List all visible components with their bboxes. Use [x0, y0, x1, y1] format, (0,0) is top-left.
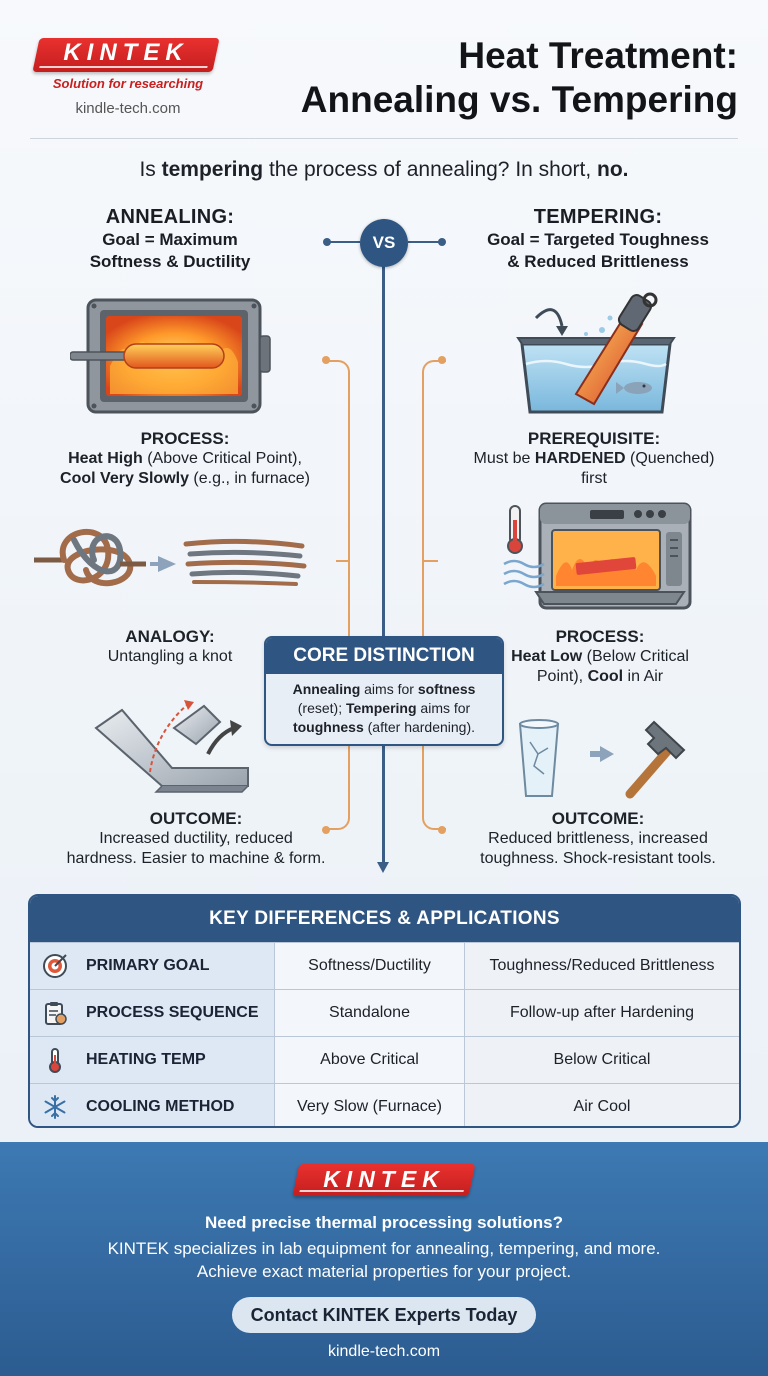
tempering-process-label: PROCESS: — [555, 627, 645, 646]
core-distinction-box: CORE DISTINCTION Annealing aims for soft… — [264, 636, 504, 746]
vs-badge: VS — [360, 219, 408, 267]
footer-line-1: KINTEK specializes in lab equipment for … — [107, 1239, 661, 1258]
annealing-outcome: OUTCOME: Increased ductility, reduced ha… — [48, 809, 344, 869]
annealing-analogy-label: ANALOGY: — [125, 627, 215, 646]
annealing-cell: Above Critical — [274, 1037, 464, 1083]
header-divider — [30, 138, 738, 139]
tempering-cell: Air Cool — [464, 1084, 739, 1126]
thermometer-icon — [49, 1048, 61, 1073]
kintek-logo: KINTEK — [63, 39, 189, 66]
timeline-arrow-icon — [377, 862, 389, 873]
clipboard-icon — [45, 1002, 67, 1025]
annealing-analogy: ANALOGY: Untangling a knot — [60, 627, 280, 667]
snowflake-icon — [44, 1095, 66, 1119]
tempering-outcome-label: OUTCOME: — [551, 809, 645, 828]
annealing-bracket-dot-top — [322, 356, 330, 364]
row-label: HEATING TEMP — [86, 1051, 206, 1068]
tempering-goal-line-2: & Reduced Brittleness — [507, 252, 689, 271]
annealing-cell: Standalone — [274, 990, 464, 1036]
annealing-bracket-tick — [336, 560, 350, 562]
annealing-process: PROCESS: Heat High (Above Critical Point… — [40, 429, 330, 489]
annealing-goal-line-1: Goal = Maximum — [102, 230, 238, 249]
tempering-prerequisite: PREREQUISITE: Must be HARDENED (Quenched… — [452, 429, 736, 489]
tempering-heading: TEMPERING: Goal = Targeted Toughness & R… — [462, 206, 734, 273]
tempering-oven-icon — [503, 502, 692, 610]
annealing-outcome-line-2: hardness. Easier to machine & form. — [66, 850, 326, 867]
furnace-icon — [70, 298, 271, 414]
tempering-outcome: OUTCOME: Reduced brittleness, increased … — [456, 809, 740, 869]
page-title: Heat Treatment: Annealing vs. Tempering — [301, 34, 738, 122]
glass-to-hammer-icon — [518, 719, 686, 799]
vs-dot-right — [438, 238, 446, 246]
tempering-cell: Toughness/Reduced Brittleness — [464, 943, 739, 989]
tempering-bracket-tick — [424, 560, 438, 562]
table-row: COOLING METHOD Very Slow (Furnace) Air C… — [30, 1083, 739, 1126]
table-title: KEY DIFFERENCES & APPLICATIONS — [30, 896, 739, 942]
annealing-bracket — [326, 360, 350, 830]
tempering-cell: Follow-up after Hardening — [464, 990, 739, 1036]
footer-site-url[interactable]: kindle-tech.com — [327, 1343, 441, 1360]
tempering-outcome-line-1: Reduced brittleness, increased — [488, 830, 708, 847]
footer-line-2: Achieve exact material properties for yo… — [196, 1262, 572, 1281]
tempering-goal-line-1: Goal = Targeted Toughness — [487, 230, 709, 249]
row-label: PROCESS SEQUENCE — [86, 1004, 259, 1021]
table-row: PRIMARY GOAL Softness/Ductility Toughnes… — [30, 942, 739, 989]
vs-dot-left — [323, 238, 331, 246]
header-site-url[interactable]: kindle-tech.com — [75, 100, 181, 117]
annealing-outcome-line-1: Increased ductility, reduced — [99, 830, 293, 847]
bent-metal-icon — [94, 700, 249, 793]
tempering-prerequisite-label: PREREQUISITE: — [527, 429, 661, 448]
row-label: PRIMARY GOAL — [86, 957, 210, 974]
quench-tank-icon — [516, 292, 676, 414]
annealing-analogy-text: Untangling a knot — [107, 648, 233, 665]
title-line-2: Annealing vs. Tempering — [300, 79, 738, 120]
annealing-bracket-dot-bottom — [322, 826, 330, 834]
logo-tagline: Solution for researching — [52, 76, 204, 91]
footer-question: Need precise thermal processing solution… — [204, 1213, 564, 1232]
core-distinction-text: Annealing aims for softness (reset); Tem… — [292, 681, 476, 735]
table-row: PROCESS SEQUENCE Standalone Follow-up af… — [30, 989, 739, 1036]
table-row: HEATING TEMP Above Critical Below Critic… — [30, 1036, 739, 1083]
tempering-bracket — [422, 360, 446, 830]
center-timeline — [382, 260, 385, 865]
annealing-heading: ANNEALING: Goal = Maximum Softness & Duc… — [40, 206, 300, 273]
annealing-goal-line-2: Softness & Ductility — [89, 252, 251, 271]
annealing-title: ANNEALING: — [105, 206, 235, 228]
target-icon — [43, 954, 67, 978]
annealing-outcome-label: OUTCOME: — [149, 809, 243, 828]
vs-connector-left — [328, 241, 360, 243]
contact-experts-button[interactable]: Contact KINTEK Experts Today — [232, 1297, 536, 1333]
annealing-cell: Softness/Ductility — [274, 943, 464, 989]
tempering-process: PROCESS: Heat Low (Below Critical Point)… — [480, 627, 720, 687]
knot-untangling-icon — [34, 529, 307, 587]
tempering-cell: Below Critical — [464, 1037, 739, 1083]
tempering-outcome-line-2: toughness. Shock-resistant tools. — [480, 850, 716, 867]
key-differences-table: KEY DIFFERENCES & APPLICATIONS PRIMARY G… — [28, 894, 741, 1128]
intro-question: Is tempering the process of annealing? I… — [139, 158, 629, 181]
core-distinction-title: CORE DISTINCTION — [266, 638, 502, 674]
tempering-title: TEMPERING: — [533, 206, 663, 228]
footer-kintek-logo: KINTEK — [323, 1166, 445, 1192]
annealing-process-label: PROCESS: — [140, 429, 230, 448]
vs-connector-right — [408, 241, 442, 243]
annealing-cell: Very Slow (Furnace) — [274, 1084, 464, 1126]
row-label: COOLING METHOD — [86, 1098, 235, 1115]
title-line-1: Heat Treatment: — [458, 35, 738, 76]
tempering-bracket-dot-top — [438, 356, 446, 364]
tempering-bracket-dot-bottom — [438, 826, 446, 834]
